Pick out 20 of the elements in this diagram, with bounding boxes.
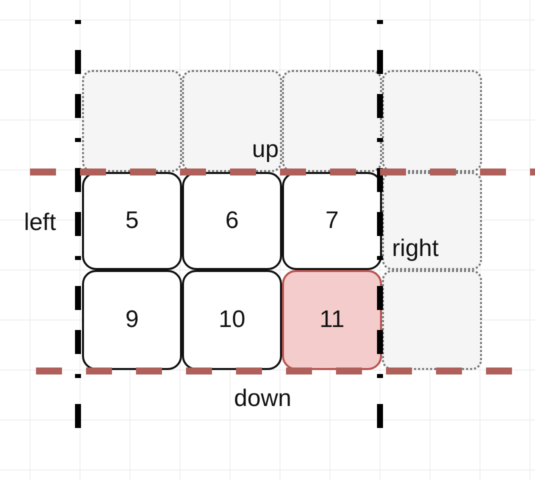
number-cell [82, 172, 182, 270]
direction-label: left [24, 209, 56, 237]
dotted-cell [282, 70, 382, 172]
dotted-cell [382, 70, 482, 172]
dotted-cell [382, 270, 482, 370]
cell-number: 9 [125, 306, 139, 334]
dotted-cell [182, 70, 282, 172]
cell-number: 7 [325, 207, 339, 235]
number-cell [82, 270, 182, 370]
cell-number: 10 [218, 306, 246, 334]
number-cell [282, 172, 382, 270]
cell-number: 6 [225, 207, 239, 235]
cell-number: 5 [125, 207, 139, 235]
direction-label: down [234, 385, 292, 413]
cell-number: 11 [320, 306, 344, 334]
direction-label: up [252, 136, 279, 164]
number-cell [282, 270, 382, 370]
dotted-cell [82, 70, 182, 172]
number-cell [182, 270, 282, 370]
number-cell [182, 172, 282, 270]
